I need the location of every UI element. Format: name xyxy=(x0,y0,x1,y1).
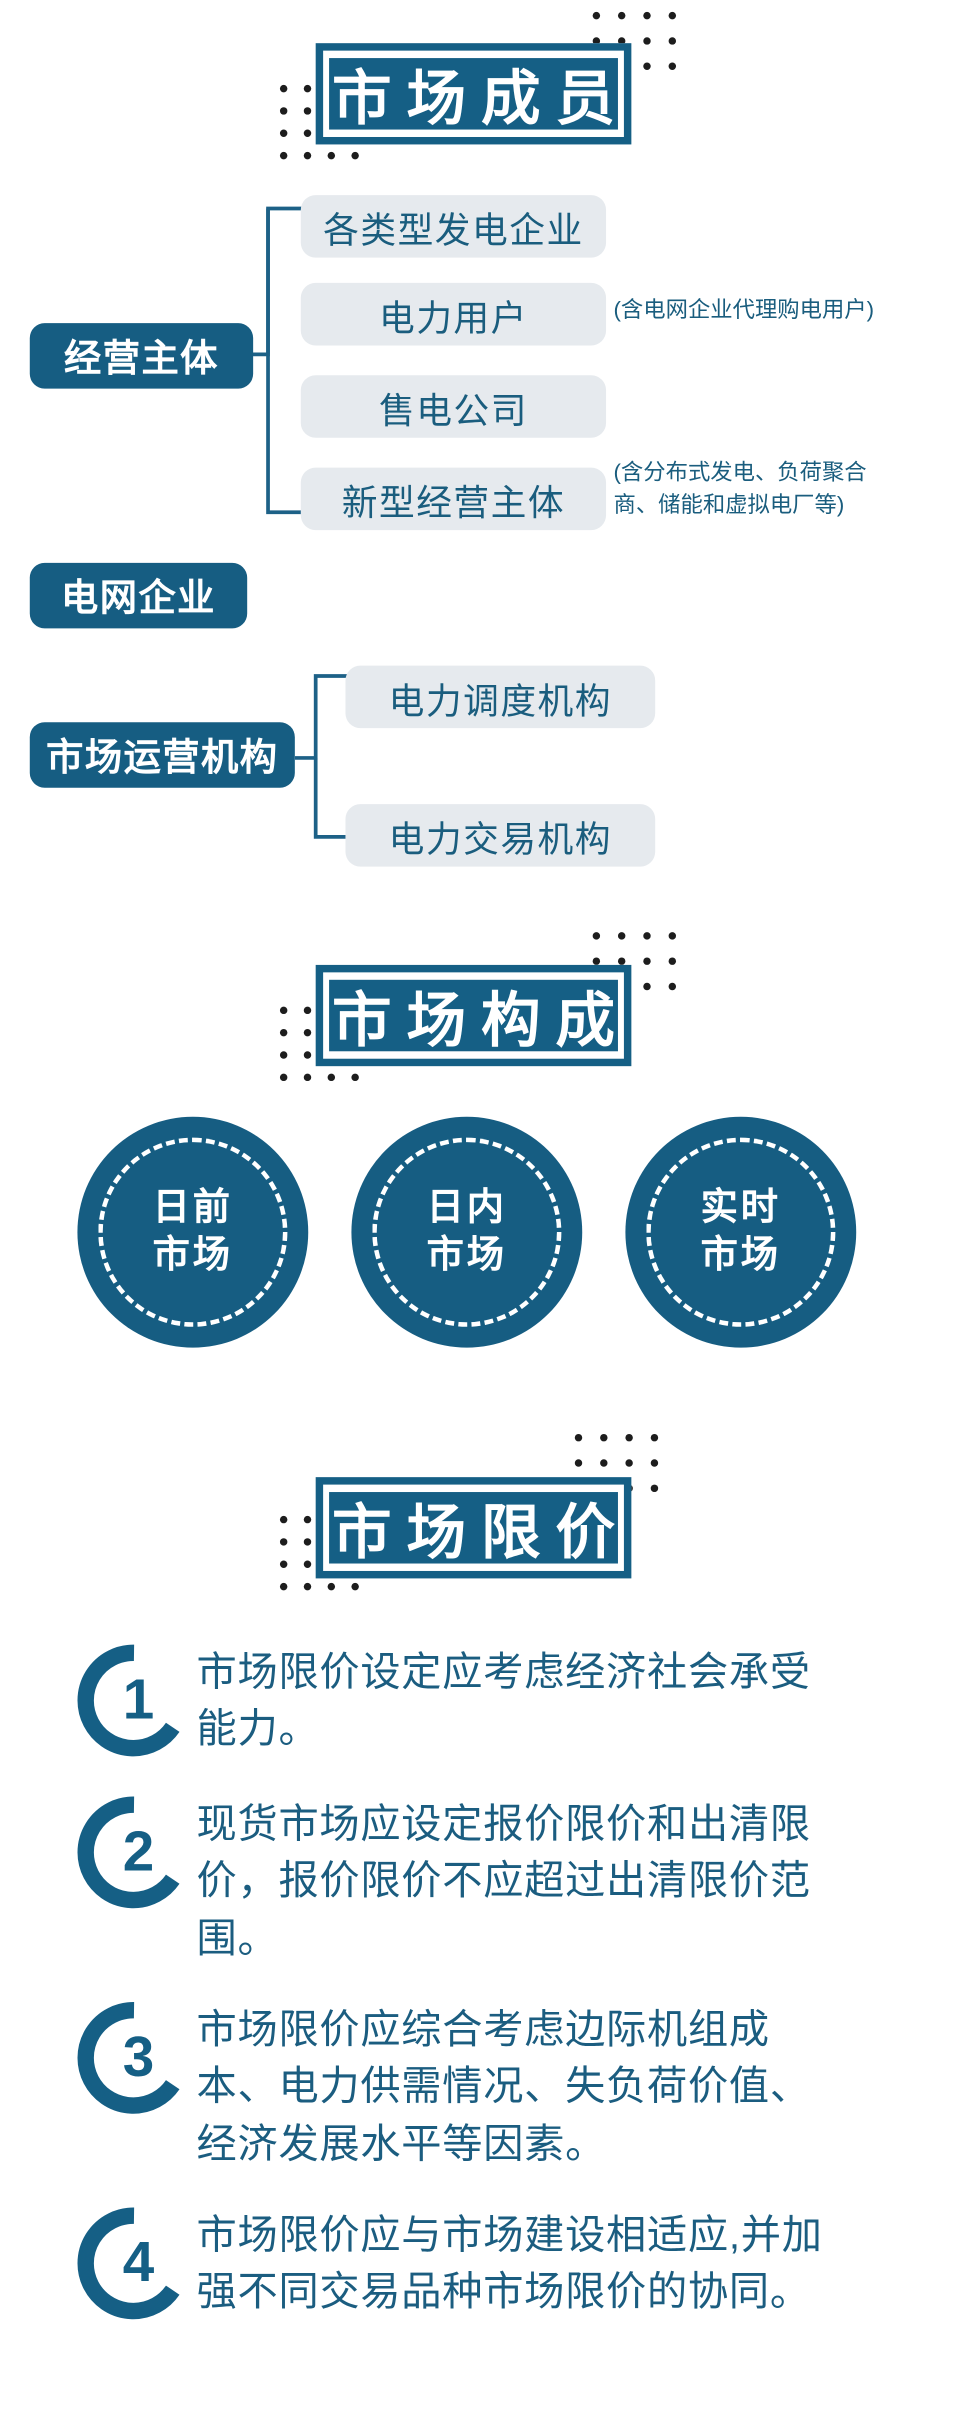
circle-label: 日内 市场 xyxy=(351,1117,582,1348)
item-text: 市场限价设定应考虑经济社会承受能力。 xyxy=(196,1649,811,1752)
circle-line-2: 市场 xyxy=(426,1233,508,1276)
number-label: 4 xyxy=(122,2231,155,2294)
node-power-users[interactable]: 电力用户 xyxy=(300,282,607,346)
dashed-ring xyxy=(98,1137,288,1327)
circle-line-1: 日内 xyxy=(426,1187,508,1229)
price-cap-item-3: 3 市场限价应综合考虑边际机组成本、电力供需情况、失负荷价值、经济发展水平等因素… xyxy=(71,1995,844,2172)
badge-fill: 市场构成 xyxy=(329,979,618,1054)
circle-line-2: 市场 xyxy=(152,1233,234,1276)
decor-dots-sec2-right xyxy=(592,932,697,992)
circle-line-2: 市场 xyxy=(700,1233,782,1276)
item-text: 市场限价应综合考虑边际机组成本、电力供需情况、失负荷价值、经济发展水平等因素。 xyxy=(196,2007,811,2167)
node-grid-enterprise[interactable]: 电网企业 xyxy=(29,562,248,629)
decor-dots-top-right xyxy=(592,11,697,72)
number-label: 1 xyxy=(122,1668,155,1732)
circle-intraday-market[interactable]: 日内 市场 xyxy=(351,1116,583,1348)
dashed-ring xyxy=(372,1137,562,1327)
decor-dots-sec2-left xyxy=(279,1006,372,1082)
note-power-users: (含电网企业代理购电用户) xyxy=(613,297,875,324)
section-badge-market-members: 市场成员 xyxy=(315,43,632,145)
circle-label: 日前 市场 xyxy=(77,1117,308,1348)
note-new-entities: (含分布式发电、负荷聚合商、储能和虚拟电厂等) xyxy=(613,460,867,518)
circle-line-1: 日前 xyxy=(152,1187,234,1229)
node-retail-companies[interactable]: 售电公司 xyxy=(300,375,607,438)
node-generation-enterprises[interactable]: 各类型发电企业 xyxy=(300,195,607,258)
dashed-ring xyxy=(646,1137,836,1327)
node-market-operations[interactable]: 市场运营机构 xyxy=(29,722,295,788)
node-new-entities[interactable]: 新型经营主体 xyxy=(300,467,607,531)
circle-line-1: 实时 xyxy=(700,1187,782,1229)
number-label: 2 xyxy=(122,1820,155,1883)
node-operators[interactable]: 经营主体 xyxy=(29,323,254,389)
number-ring-4: 4 xyxy=(71,2201,196,2326)
item-text: 现货市场应设定报价限价和出清限价，报价限价不应超过出清限价范围。 xyxy=(196,1801,811,1961)
number-ring-2: 2 xyxy=(71,1790,196,1915)
badge-fill: 市场成员 xyxy=(329,58,618,133)
section-badge-market-composition: 市场构成 xyxy=(315,964,632,1067)
item-text: 市场限价应与市场建设相适应,并加强不同交易品种市场限价的协同。 xyxy=(196,2212,823,2315)
circle-label: 实时 市场 xyxy=(625,1117,856,1348)
number-label: 3 xyxy=(122,2025,155,2089)
circle-day-ahead-market[interactable]: 日前 市场 xyxy=(77,1116,309,1348)
badge-fill: 市场限价 xyxy=(329,1492,618,1566)
number-ring-3: 3 xyxy=(71,1995,196,2120)
circle-realtime-market[interactable]: 实时 市场 xyxy=(625,1116,857,1348)
price-cap-item-4: 4 市场限价应与市场建设相适应,并加强不同交易品种市场限价的协同。 xyxy=(71,2201,844,2326)
section-badge-price-cap: 市场限价 xyxy=(315,1477,632,1579)
number-ring-1: 1 xyxy=(71,1638,196,1763)
connector-market-operations xyxy=(294,674,361,839)
node-trading-agency[interactable]: 电力交易机构 xyxy=(345,804,656,867)
price-cap-item-2: 2 现货市场应设定报价限价和出清限价，报价限价不应超过出清限价范围。 xyxy=(71,1790,844,1967)
node-dispatch-agency[interactable]: 电力调度机构 xyxy=(345,665,656,729)
price-cap-item-1: 1 市场限价设定应考虑经济社会承受能力。 xyxy=(71,1638,844,1763)
